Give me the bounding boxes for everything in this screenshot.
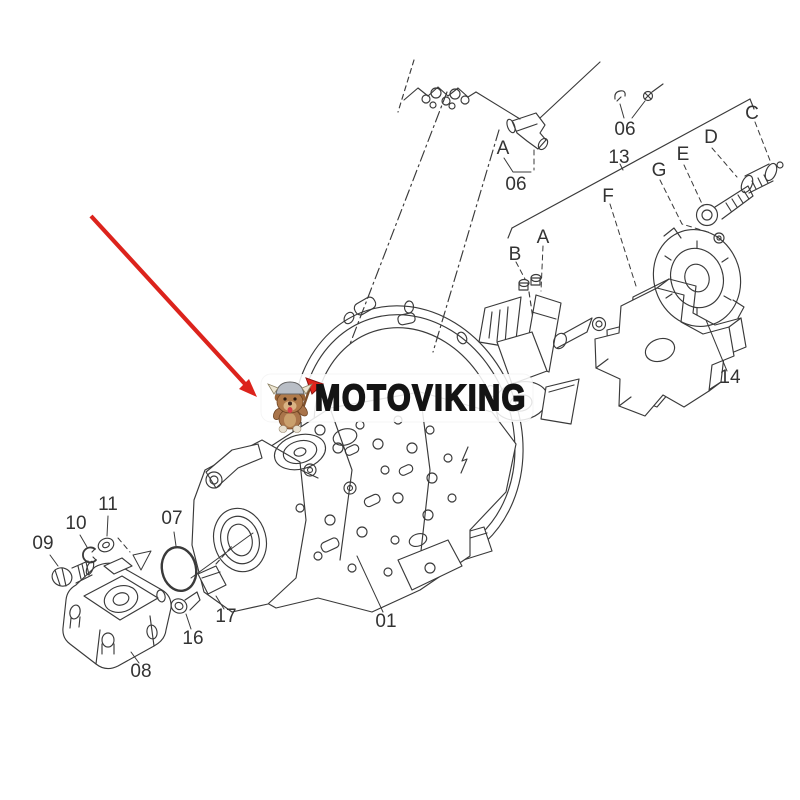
part-label-g: G <box>652 160 667 181</box>
part-label-a-top: A <box>497 138 510 159</box>
part-10-snap-ring <box>82 546 97 564</box>
part-label-e: E <box>677 144 690 165</box>
viking-dog-mascot-icon <box>267 377 324 433</box>
part-17-bracket <box>197 545 233 595</box>
red-pointer-arrow <box>89 214 257 397</box>
part-06-elbow-fitting <box>506 112 549 151</box>
watermark-badge-background <box>260 373 534 423</box>
part-label-07: 07 <box>161 508 182 529</box>
part-label-16: 16 <box>182 628 203 649</box>
part-14-coupling-plate <box>652 227 745 328</box>
red-arrow-head <box>239 379 257 397</box>
watermark-text: MOTOVIKING <box>315 377 527 418</box>
part-label-c: C <box>745 103 759 124</box>
part-16-bolt <box>170 591 201 614</box>
part-06-clip-and-screw <box>614 83 664 102</box>
part-label-13: 13 <box>608 147 629 168</box>
part-label-06-right: 06 <box>614 119 635 140</box>
part-07-o-ring <box>160 545 198 593</box>
part-09-bolt <box>51 560 95 587</box>
watermark-badge: MOTOVIKING <box>260 373 534 433</box>
part-01-main-pump <box>191 391 517 613</box>
part-label-f: F <box>602 186 614 207</box>
part-label-08: 08 <box>130 661 151 682</box>
centerline-marks <box>349 59 500 353</box>
part-d-e-socket-bolt <box>695 185 754 244</box>
part-label-17: 17 <box>215 606 236 627</box>
part-11-washer <box>97 537 115 553</box>
leader-lines <box>49 100 772 664</box>
part-label-14: 14 <box>719 367 741 388</box>
part-label-10: 10 <box>65 513 86 534</box>
part-f-coupling-spider <box>594 278 747 417</box>
part-label-06-top: 06 <box>505 174 526 195</box>
part-label-d: D <box>704 127 718 148</box>
part-label-a-mid: A <box>537 227 550 248</box>
part-c-bushing <box>740 161 784 194</box>
part-label-11: 11 <box>98 494 118 515</box>
red-arrow-shaft <box>89 214 247 386</box>
part-label-b: B <box>509 244 522 265</box>
group-13-bracket-line <box>507 98 755 239</box>
part-label-01: 01 <box>375 611 396 632</box>
hose-fitting-cluster <box>403 61 601 120</box>
part-label-09: 09 <box>32 533 53 554</box>
part-08-gear-pump <box>62 557 172 670</box>
